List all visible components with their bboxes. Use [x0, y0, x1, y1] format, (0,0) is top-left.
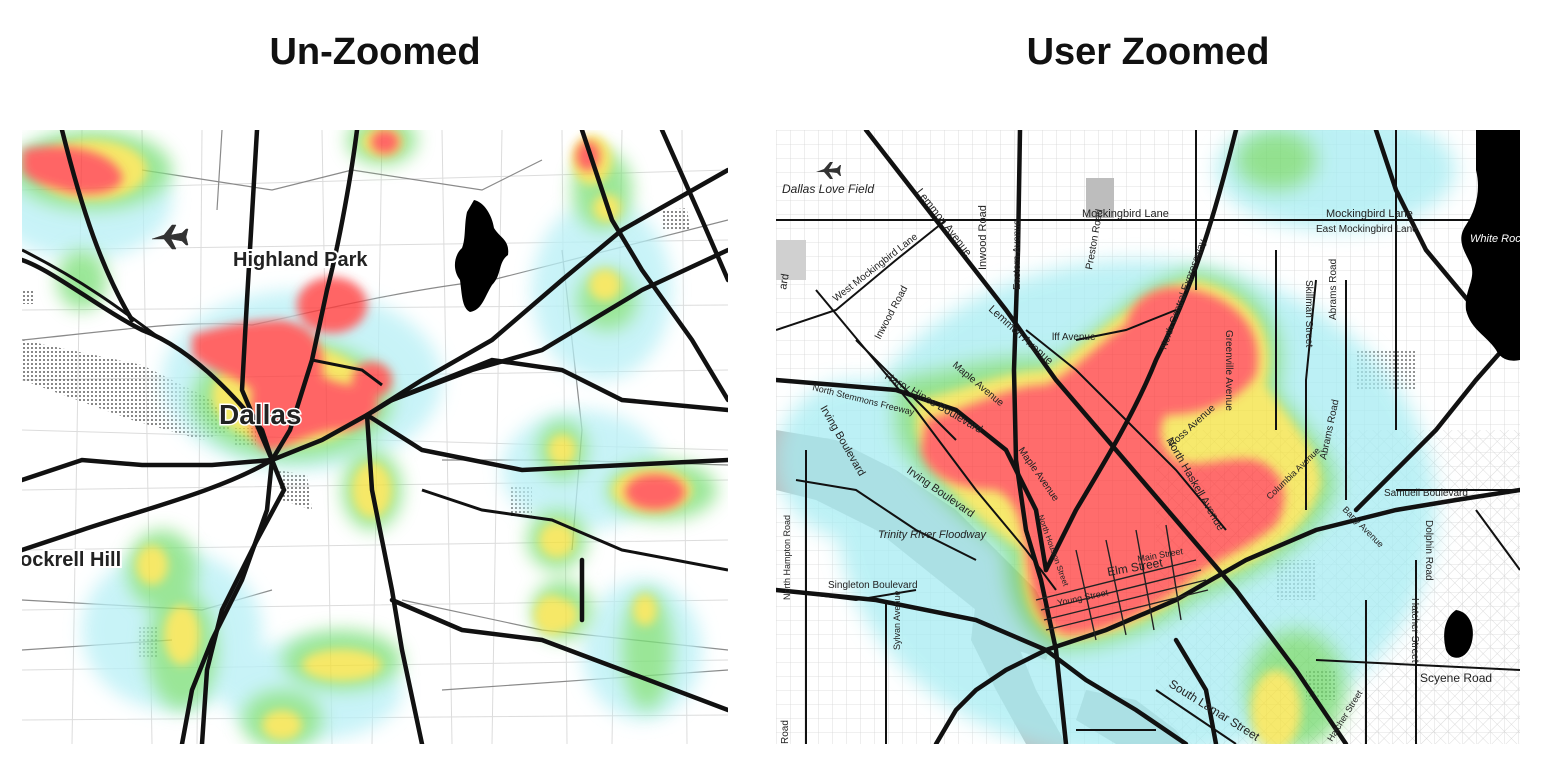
label-eastern-avenue: Eastern Avenue	[1012, 219, 1023, 290]
label-trinity-river-floodway: Trinity River Floodway	[878, 529, 987, 541]
label-singleton-boulevard: Singleton Boulevard	[828, 580, 918, 591]
label-cockrell-hill: ockrell Hill	[22, 549, 121, 571]
lake-shape	[1461, 130, 1520, 361]
major-roads	[776, 130, 1520, 744]
small-pond	[1444, 610, 1473, 658]
label-hatcher-street: Hatcher Street	[1409, 598, 1420, 663]
left-panel-title: Un-Zoomed	[269, 31, 481, 73]
label-edge-road-1: ard	[777, 273, 792, 291]
label-white-rock: White Rock	[1470, 233, 1520, 245]
downtown-streets	[1035, 524, 1209, 641]
label-edge-road-2: Road	[780, 720, 791, 744]
airport-icon	[151, 224, 189, 250]
right-panel-title: User Zoomed	[1026, 31, 1270, 73]
label-highland-park: Highland Park	[233, 249, 368, 271]
zoomed-heatmap[interactable]: Dallas Love Field Mockingbird Lane Mocki…	[776, 130, 1520, 744]
major-roads	[22, 130, 728, 744]
label-dallas-love-field: Dallas Love Field	[782, 182, 874, 196]
unzoomed-heatmap[interactable]: Highland Park Dallas ockrell Hill	[22, 130, 728, 744]
airport-icon	[816, 162, 841, 179]
label-mockingbird-lane-2: Mockingbird Lane	[1326, 208, 1413, 220]
label-dolphin-road: Dolphin Road	[1423, 520, 1434, 581]
label-inwood-road-1: Inwood Road	[977, 205, 989, 270]
label-mockingbird-lane: Mockingbird Lane	[1082, 208, 1169, 220]
label-scyene-road: Scyene Road	[1420, 671, 1492, 685]
label-abrams-road: Abrams Road	[1328, 259, 1339, 320]
label-mckinney-avenue: lff Avenue	[1052, 332, 1096, 343]
label-dallas: Dallas	[219, 399, 302, 430]
secondary-roads	[776, 130, 1520, 744]
label-skillman-street: Skillman Street	[1303, 280, 1314, 347]
label-greenville-avenue: Greenville Avenue	[1223, 330, 1234, 411]
label-east-mockingbird-lane: East Mockingbird Lane	[1316, 224, 1418, 235]
lake-shape	[454, 200, 509, 312]
label-north-hampton-road: North Hampton Road	[782, 515, 792, 600]
label-sylvan-avenue: Sylvan Avenue	[892, 591, 902, 650]
label-samuell-boulevard: Samuell Boulevard	[1384, 488, 1468, 499]
highway-connectors	[22, 248, 728, 572]
